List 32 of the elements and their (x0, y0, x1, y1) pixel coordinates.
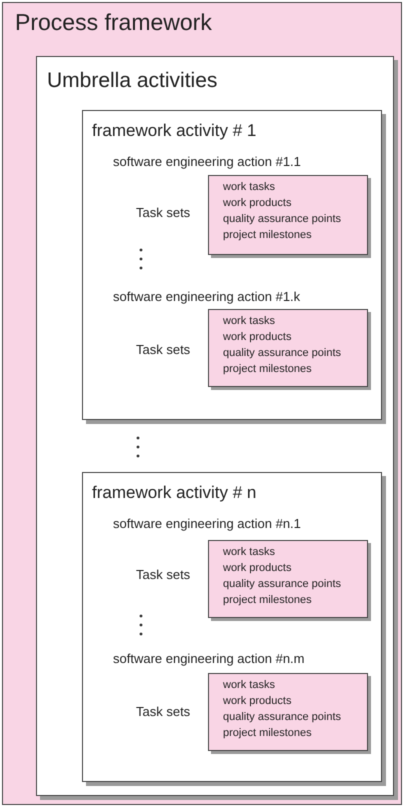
task-item: project milestones (223, 594, 312, 607)
task-item: work products (223, 695, 292, 708)
task-item: project milestones (223, 229, 312, 242)
task-box (208, 540, 368, 618)
action-heading: software engineering action #n.1 (113, 517, 301, 532)
panel-title: framework activity # 1 (92, 121, 256, 141)
task-item: project milestones (223, 727, 312, 740)
action-heading: software engineering action #1.1 (113, 155, 301, 170)
task-item: work tasks (223, 181, 275, 194)
task-sets-label: Task sets (136, 206, 190, 221)
task-item: work products (223, 197, 292, 210)
panel-title: Process framework (15, 9, 212, 36)
task-item: work tasks (223, 679, 275, 692)
task-item: quality assurance points (223, 213, 342, 226)
task-item: quality assurance points (223, 578, 342, 591)
task-sets-label: Task sets (136, 343, 190, 358)
panel-title: Umbrella activities (47, 69, 218, 94)
panel-title: framework activity # n (92, 483, 256, 503)
task-item: work products (223, 331, 292, 344)
action-heading: software engineering action #n.m (113, 652, 305, 667)
task-item: quality assurance points (223, 347, 342, 360)
task-box (208, 175, 368, 255)
task-sets-label: Task sets (136, 568, 190, 583)
task-sets-label: Task sets (136, 705, 190, 720)
task-item: work products (223, 562, 292, 575)
action-heading: software engineering action #1.k (113, 290, 300, 305)
task-item: work tasks (223, 315, 275, 328)
task-item: work tasks (223, 546, 275, 559)
task-box (208, 673, 368, 751)
task-item: project milestones (223, 363, 312, 376)
task-item: quality assurance points (223, 711, 342, 724)
task-box (208, 309, 368, 387)
